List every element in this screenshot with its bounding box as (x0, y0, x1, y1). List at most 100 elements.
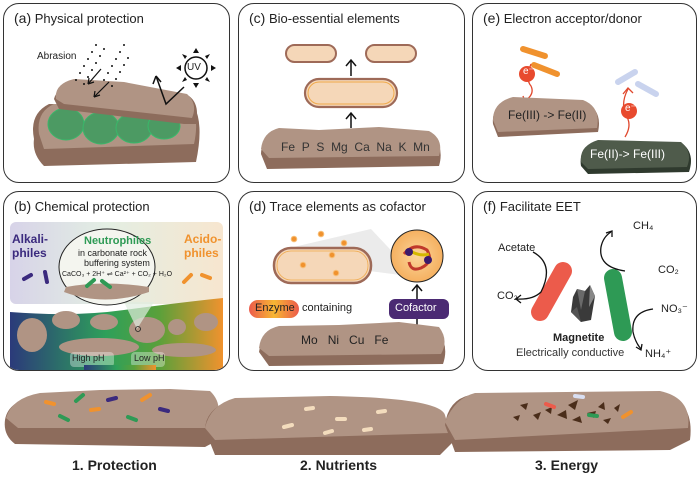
panel-title: (f) Facilitate EET (483, 198, 581, 214)
neutrophiles-sub1: in carbonate rock (78, 248, 148, 258)
chemical-protection-illustration (10, 222, 223, 370)
panel-letter: (d) (249, 198, 267, 214)
panel-title-text: Trace elements as cofactor (269, 199, 426, 214)
alkaliphiles-label: Alkali-philes (12, 232, 48, 260)
bacterium-green (604, 269, 632, 341)
electron-icon (519, 66, 535, 82)
panel-letter: (c) (249, 10, 266, 26)
element-fe: Fe (281, 140, 296, 154)
panel-title-text: Facilitate EET (499, 199, 581, 214)
low-ph-label: Low pH (134, 353, 165, 363)
element-p: P (301, 140, 310, 154)
panel-letter: (a) (14, 10, 32, 26)
reaction-ferrous-to-ferric: Fe(II)-> Fe(III) (590, 147, 665, 161)
alkaliphiles-line1: Alkali- (12, 232, 49, 246)
cell-parent (303, 77, 399, 109)
bacterium-orange (520, 46, 548, 59)
enzyme-badge (249, 300, 299, 318)
panel-title: (d) Trace elements as cofactor (249, 198, 426, 214)
panel-title: (c) Bio-essential elements (249, 10, 400, 26)
energy-microbes (544, 394, 633, 419)
trace-element-particles (290, 230, 348, 277)
electrically-conductive-label: Electrically conductive (516, 347, 625, 359)
rock-top (261, 127, 441, 158)
panel-trace-elements-cofactor: (d) Trace elements as cofactor Enzyme co… (238, 191, 465, 371)
panel-chemical-protection: (b) Chemical protection Alkali (3, 191, 230, 371)
trace-elements-illustration (249, 229, 449, 366)
biofilm-cell (82, 111, 120, 145)
panel-letter: (b) (14, 198, 32, 214)
cofactor-zoom-circle (390, 229, 444, 283)
rock-nutrients-top (205, 396, 450, 440)
containing-label: containing (302, 302, 353, 314)
enzyme-label: Enzyme (255, 302, 295, 314)
reaction-ferric-to-ferrous: Fe(III) -> Fe(II) (508, 108, 587, 122)
panel-physical-protection: (a) Physical protection (3, 3, 230, 183)
rock-nutrients-side (205, 398, 455, 455)
panel-facilitate-eet: (f) Facilitate EET Acetate CO₂ CH₄ CO₂ N… (472, 191, 697, 371)
abrasion-arrows (87, 68, 110, 98)
panel-electron-acceptor-donor: (e) Electron acceptor/donor e⁻ e⁻ Fe(III… (472, 3, 697, 183)
panel-title-text: Bio-essential elements (268, 11, 400, 26)
rock-ferric-top (493, 97, 598, 132)
bio-essential-illustration (261, 44, 441, 169)
upper-rock-top (55, 79, 195, 118)
caption-energy: 3. Energy (535, 457, 599, 473)
nutrient-microbes (282, 406, 387, 435)
bacterial-cell (272, 246, 373, 285)
electron-label: e⁻ (625, 103, 636, 114)
element-s: S (316, 140, 325, 154)
neutrophiles-sub2: buffering system (84, 258, 150, 268)
carbonate-equation: CaCO₃ + 2H⁺ ⇌ Ca²⁺ + CO₂ + H₂O (62, 271, 173, 278)
electron-transfer-illustration (492, 46, 691, 174)
panel-letter: (e) (483, 10, 501, 26)
co2-right-label: CO₂ (658, 264, 679, 276)
trace-element-list: Mo Ni Cu Fe (301, 333, 388, 347)
uv-label: UV (187, 62, 201, 73)
panel-title: (b) Chemical protection (14, 198, 150, 214)
acidophiles-label: Acido-philes (184, 232, 221, 260)
rock-protection-side (4, 393, 220, 447)
neutrophiles-label: Neutrophiles (84, 235, 152, 247)
panel-title: (e) Electron acceptor/donor (483, 10, 642, 26)
acetate-label: Acetate (498, 242, 536, 254)
panel-title: (a) Physical protection (14, 10, 144, 26)
eet-illustration (514, 230, 654, 352)
element-mg: Mg (331, 140, 348, 154)
caption-protection: 1. Protection (72, 457, 157, 473)
magnetite-particles (513, 400, 620, 424)
enzyme-structure (402, 245, 432, 271)
element-fe: Fe (374, 333, 389, 347)
bacterium-lightblue (635, 81, 659, 97)
rock-top (259, 322, 445, 356)
abrasion-particles (75, 44, 129, 87)
uv-reflection-arrow (152, 75, 185, 106)
magnetite-crystal-icon (571, 285, 595, 322)
nh4-label: NH₄⁺ (645, 348, 672, 360)
rock-protection-top (6, 389, 219, 428)
electron-label: e⁻ (523, 66, 534, 77)
element-list: Fe P S Mg Ca Na K Mn (281, 140, 430, 154)
cofactor-badge (389, 299, 449, 319)
alkaliphiles-line2: philes (12, 246, 47, 260)
sun-icon (176, 48, 216, 88)
rock-energy-side (445, 393, 691, 452)
panel-title-text: Physical protection (34, 11, 144, 26)
element-k: K (398, 140, 407, 154)
element-ni: Ni (327, 333, 340, 347)
acidophiles-line2: philes (184, 246, 219, 260)
sediment-grains (17, 311, 218, 357)
bacterium-lightblue (615, 69, 638, 85)
abrasion-label: Abrasion (37, 51, 77, 62)
cell-daughter-left (285, 44, 337, 63)
bacterium-orange (531, 62, 560, 77)
element-cu: Cu (349, 333, 365, 347)
rock-ferrous-top (580, 140, 689, 169)
element-na: Na (376, 140, 392, 154)
panel-letter: (f) (483, 198, 497, 214)
co2-left-label: CO₂ (497, 290, 518, 302)
cell-daughter-right (365, 44, 417, 63)
element-mo: Mo (301, 333, 318, 347)
element-ca: Ca (354, 140, 370, 154)
acidophiles-line1: Acido- (184, 232, 222, 246)
